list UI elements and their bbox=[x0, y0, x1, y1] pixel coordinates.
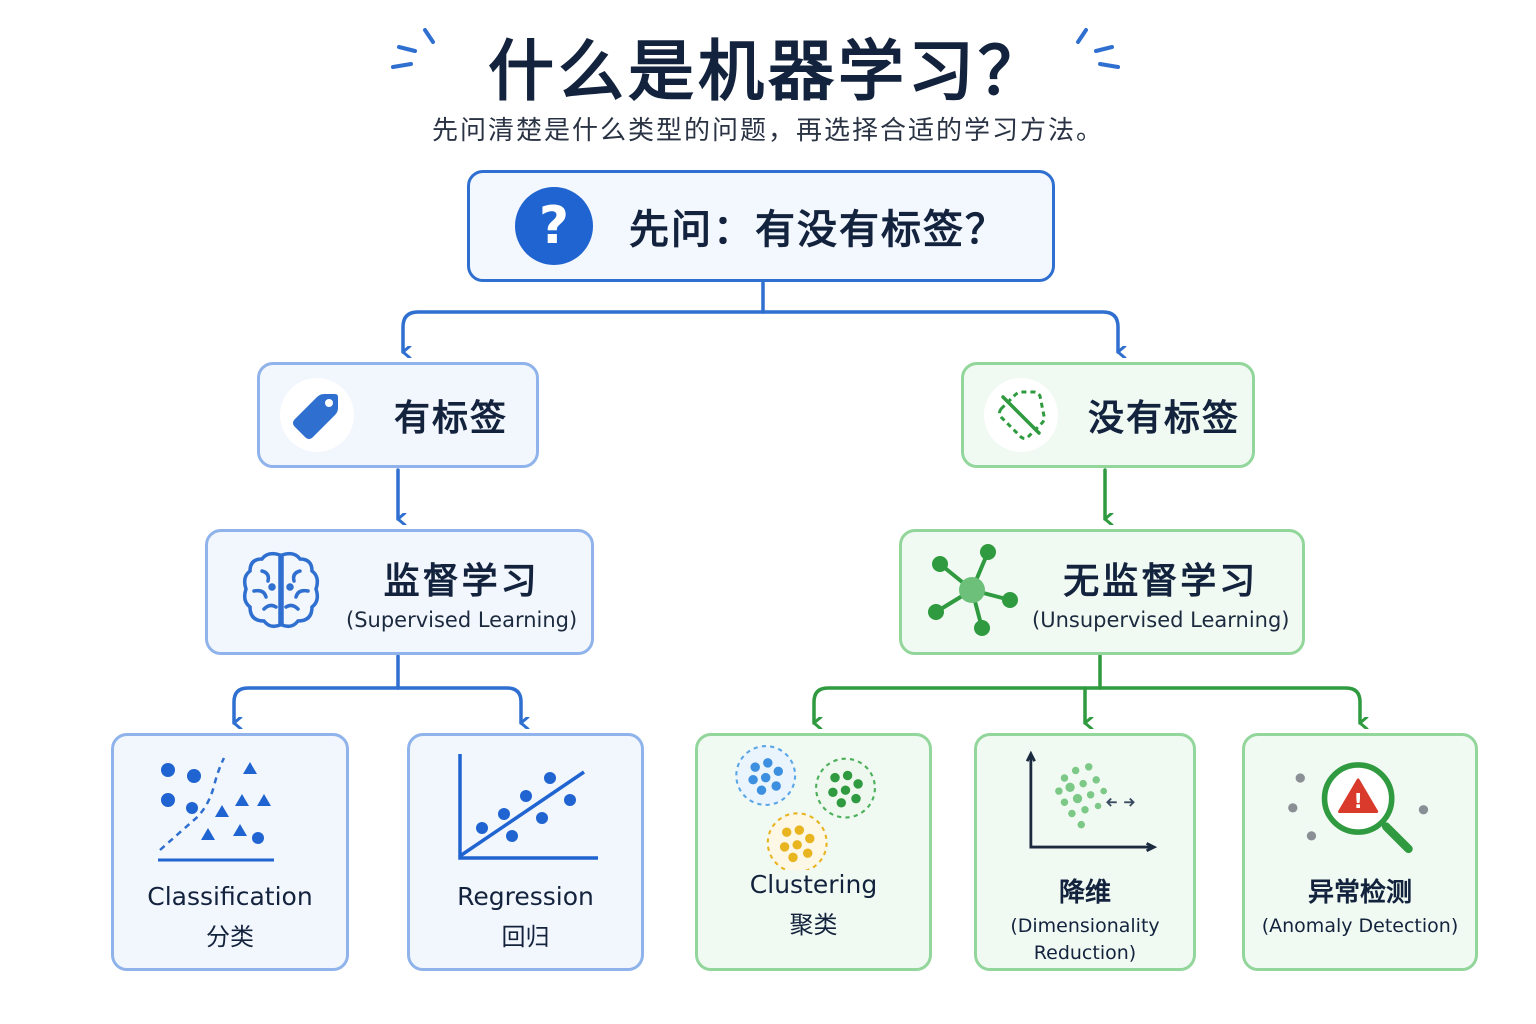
root-question-box: ? 先问：有没有标签？ bbox=[467, 170, 1055, 282]
dashed-tag-crossed-icon bbox=[984, 378, 1058, 452]
dimensionality-reduction-card: 降维 (Dimensionality Reduction) bbox=[974, 733, 1196, 971]
scatter-boundary-icon bbox=[158, 757, 274, 862]
tag-icon bbox=[280, 378, 354, 452]
connector-root-left bbox=[401, 310, 765, 352]
page-title: 什么是机器学习？ bbox=[488, 33, 1048, 110]
clustering-en: Clustering bbox=[749, 870, 878, 899]
supervised-title: 监督学习 bbox=[383, 561, 540, 602]
connector-unsupervised-right bbox=[1098, 686, 1360, 723]
magnifier-warning-icon: ! bbox=[1288, 762, 1429, 854]
unsupervised-learning-box: 无监督学习 (Unsupervised Learning) bbox=[899, 529, 1305, 655]
network-icon bbox=[926, 544, 1018, 640]
unlabeled-label: 没有标签 bbox=[1088, 398, 1241, 439]
spark-right-icon bbox=[1076, 28, 1120, 69]
supervised-subtitle: (Supervised Learning) bbox=[346, 608, 578, 632]
labeled-box: 有标签 bbox=[257, 362, 539, 468]
supervised-learning-box: 监督学习 (Supervised Learning) bbox=[205, 529, 594, 655]
regression-card: Regression 回归 bbox=[407, 733, 644, 971]
dimensionality-reduction-en-line1: (Dimensionality bbox=[1010, 915, 1160, 937]
anomaly-detection-en: (Anomaly Detection) bbox=[1261, 915, 1459, 937]
anomaly-detection-zh: 异常检测 bbox=[1307, 878, 1412, 908]
connector-supervised-left bbox=[232, 686, 400, 723]
reduction-axes-icon bbox=[1025, 750, 1158, 853]
question-icon: ? bbox=[515, 187, 593, 265]
dimensionality-reduction-zh: 降维 bbox=[1058, 878, 1111, 908]
connector-root-right bbox=[761, 310, 1118, 352]
connector-supervised-right bbox=[396, 686, 521, 723]
dimensionality-reduction-en-line2: Reduction) bbox=[1033, 942, 1137, 964]
page-subtitle: 先问清楚是什么类型的问题，再选择合适的学习方法。 bbox=[431, 116, 1104, 146]
warning-mark: ! bbox=[1353, 789, 1362, 813]
anomaly-detection-card: ! 异常检测 (Anomaly Detection) bbox=[1242, 733, 1478, 971]
unsupervised-subtitle: (Unsupervised Learning) bbox=[1032, 608, 1290, 632]
spark-left-icon bbox=[391, 28, 435, 69]
clustering-card: Clustering 聚类 bbox=[695, 733, 932, 971]
regression-en: Regression bbox=[457, 882, 594, 911]
classification-zh: 分类 bbox=[206, 923, 254, 951]
classification-en: Classification bbox=[147, 882, 313, 911]
labeled-label: 有标签 bbox=[394, 398, 509, 439]
classification-card: Classification 分类 bbox=[111, 733, 349, 971]
root-question-text: 先问：有没有标签？ bbox=[629, 207, 1007, 253]
connector-unsupervised-left bbox=[812, 686, 1102, 723]
brain-icon bbox=[238, 547, 324, 637]
regression-line-icon bbox=[457, 754, 598, 860]
clusters-icon bbox=[734, 745, 876, 870]
unlabeled-box: 没有标签 bbox=[961, 362, 1255, 468]
clustering-zh: 聚类 bbox=[789, 911, 838, 939]
unsupervised-title: 无监督学习 bbox=[1063, 561, 1259, 602]
regression-zh: 回归 bbox=[501, 923, 550, 951]
